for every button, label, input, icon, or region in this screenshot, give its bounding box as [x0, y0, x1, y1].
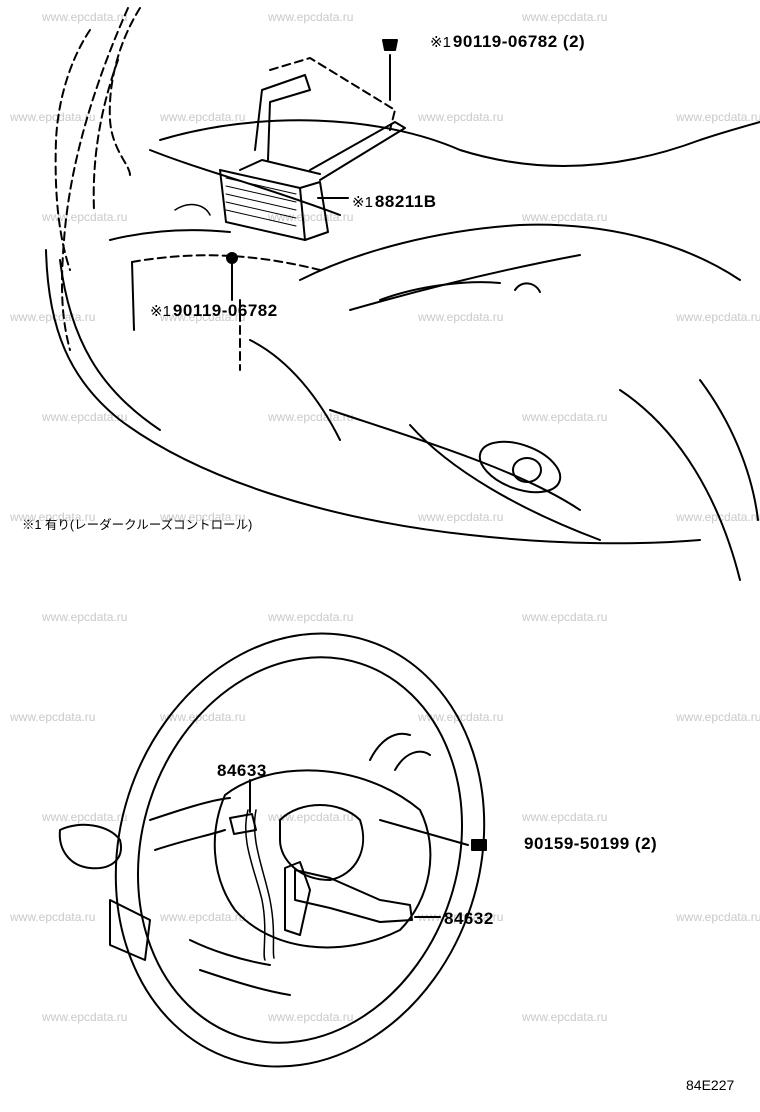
option-footnote: ※1 有り(レーダークルーズコントロール)	[22, 518, 253, 532]
part-number: 84632	[444, 909, 494, 928]
part-number: 90159-50199 (2)	[524, 834, 658, 853]
part-number: 90119-06782 (2)	[452, 32, 586, 51]
option-mark: ※1	[150, 303, 171, 320]
option-mark: ※1	[352, 194, 373, 211]
car-front-illustration	[45, 7, 760, 581]
callout-screw: 90159-50199 (2)	[524, 835, 657, 853]
diagram-code: 84E227	[686, 1077, 735, 1093]
option-mark: ※1	[430, 34, 451, 51]
callout-switch-left: 84633	[217, 762, 267, 780]
part-number: 88211B	[374, 192, 437, 211]
part-number: 90119-06782	[172, 301, 278, 320]
steering-wheel-illustration	[58, 632, 487, 1068]
part-number: 84633	[217, 761, 267, 780]
callout-switch-right: 84632	[444, 910, 494, 928]
